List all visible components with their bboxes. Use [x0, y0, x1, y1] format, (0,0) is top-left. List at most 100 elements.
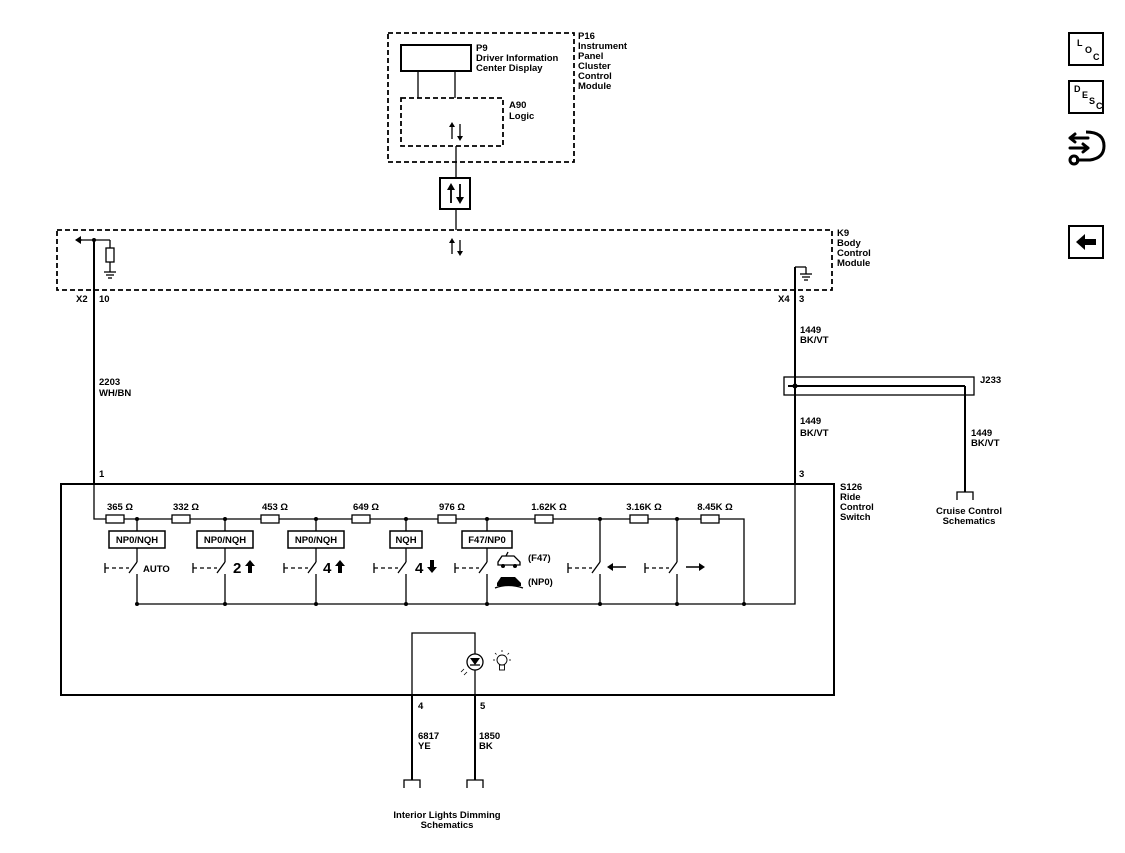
resistor-8 — [700, 514, 720, 524]
p16-name-1: Instrument — [578, 41, 628, 52]
option-box-label-2: NP0/NQH — [204, 535, 246, 546]
wire-2203-color: WH/BN — [99, 388, 131, 399]
switch-blade-6 — [591, 561, 601, 574]
option-box-2 — [196, 530, 254, 549]
cruise-reference-1[interactable]: Cruise Control — [936, 506, 1002, 517]
option-box-label-1: NP0/NQH — [116, 535, 158, 546]
k9-name-2: Control — [837, 248, 871, 259]
vehicle-offroad-icon — [494, 577, 524, 589]
vehicle-mode-icon — [497, 551, 521, 568]
interior-connector-2 — [466, 779, 484, 788]
pullup-resistor — [105, 247, 115, 263]
bidirectional-arrow-icon — [449, 122, 463, 141]
ground-node-3 — [314, 602, 318, 606]
option-box-label-4: NQH — [395, 535, 416, 546]
s126-ref: S126 — [840, 482, 862, 493]
resistor-value-2: 332 Ω — [173, 502, 199, 513]
desc-letter-e: E — [1082, 90, 1089, 100]
resistor-4 — [351, 514, 371, 524]
k9-name-3: Module — [837, 258, 870, 269]
interior-reference-1[interactable]: Interior Lights Dimming — [393, 810, 500, 821]
resistor-3 — [260, 514, 280, 524]
up-arrow-icon — [245, 560, 255, 573]
wire-2203-circuit: 2203 — [99, 377, 120, 388]
switch-label-4low: 4 — [415, 560, 424, 577]
switch-label-2wd: 2 — [233, 560, 241, 577]
s126-pin-4: 4 — [418, 701, 424, 712]
left-arrow-icon — [1076, 234, 1096, 250]
option-box-5 — [461, 530, 513, 549]
option-box-1 — [108, 530, 166, 549]
switch-blade-7 — [668, 561, 678, 574]
ground-node-7 — [675, 602, 679, 606]
wire-1449b-circuit: 1449 — [800, 416, 821, 427]
ground-node-4 — [404, 602, 408, 606]
s126-pin-1: 1 — [99, 469, 105, 480]
a90-ref: A90 — [509, 100, 526, 111]
switch-label-f47: (F47) — [528, 553, 551, 564]
switch-blade-3 — [307, 561, 317, 574]
resistor-2 — [171, 514, 191, 524]
resistor-value-5: 976 Ω — [439, 502, 465, 513]
cruise-reference-2[interactable]: Schematics — [943, 516, 996, 527]
location-view-button[interactable]: L O C — [1068, 32, 1104, 66]
wire-1449c-circuit: 1449 — [971, 428, 992, 439]
desc-letter-c: C — [1096, 101, 1103, 111]
resistor-value-3: 453 Ω — [262, 502, 288, 513]
p16-module: P16 Instrument Panel Cluster Control Mod… — [387, 31, 628, 163]
switch-blade-2 — [216, 561, 226, 574]
s126-module: S126 Ride Control Switch — [60, 482, 874, 696]
cruise-connector — [956, 491, 974, 500]
p9-ref: P9 — [476, 43, 488, 54]
ground-icon — [800, 273, 812, 281]
output-arrow-icon — [75, 236, 81, 244]
wire-1850-circuit: 1850 — [479, 731, 500, 742]
wire-6817-color: YE — [418, 741, 431, 752]
resistor-value-4: 649 Ω — [353, 502, 379, 513]
p16-name-3: Cluster — [578, 61, 611, 72]
description-view-button[interactable]: D E S C — [1068, 80, 1104, 114]
p16-ref: P16 — [578, 31, 595, 42]
j233-ref: J233 — [980, 375, 1001, 386]
wire-1449b-color: BK/VT — [800, 428, 829, 439]
a90-name: Logic — [509, 111, 534, 122]
a90-logic — [400, 97, 504, 147]
light-bulb-icon — [493, 650, 511, 671]
interior-connector-1 — [403, 779, 421, 788]
back-button[interactable] — [1068, 225, 1104, 259]
switch-blade-1 — [128, 561, 138, 574]
ground-node-1 — [135, 602, 139, 606]
switch-label-auto: AUTO — [143, 564, 170, 575]
ground-icon — [104, 271, 116, 279]
switch-contacts — [104, 561, 678, 574]
option-box-label-3: NP0/NQH — [295, 535, 337, 546]
serial-data-icon — [439, 177, 471, 210]
switch-blade-4 — [397, 561, 407, 574]
loc-letter-l: L — [1077, 38, 1083, 48]
s126-name-3: Switch — [840, 512, 871, 523]
diagnostic-procedure-icon[interactable] — [1064, 126, 1110, 170]
s126-name-1: Ride — [840, 492, 861, 503]
ground-node-2 — [223, 602, 227, 606]
desc-letter-d: D — [1074, 84, 1081, 94]
k9-x2-connector: X2 — [76, 294, 88, 305]
j233-splice: J233 — [783, 375, 1001, 396]
s126-pin-5: 5 — [480, 701, 486, 712]
down-arrow-icon — [427, 560, 437, 573]
ground-node-5 — [485, 602, 489, 606]
resistor-6 — [534, 514, 554, 524]
s126-pin-3: 3 — [799, 469, 804, 480]
bidirectional-arrow-icon — [449, 238, 463, 256]
wire-1449c-color: BK/VT — [971, 438, 1000, 449]
switch-label-4high: 4 — [323, 560, 332, 577]
left-arrow-icon — [607, 563, 626, 571]
loc-letter-o: O — [1085, 45, 1093, 55]
wire-1850-color: BK — [479, 741, 493, 752]
resistor-value-8: 8.45K Ω — [697, 502, 733, 513]
p16-name-2: Panel — [578, 51, 603, 62]
interior-reference-2[interactable]: Schematics — [421, 820, 474, 831]
p9-display — [400, 44, 472, 72]
p9-name-2: Center Display — [476, 63, 543, 74]
k9-module: K9 Body Control Module — [56, 228, 871, 291]
